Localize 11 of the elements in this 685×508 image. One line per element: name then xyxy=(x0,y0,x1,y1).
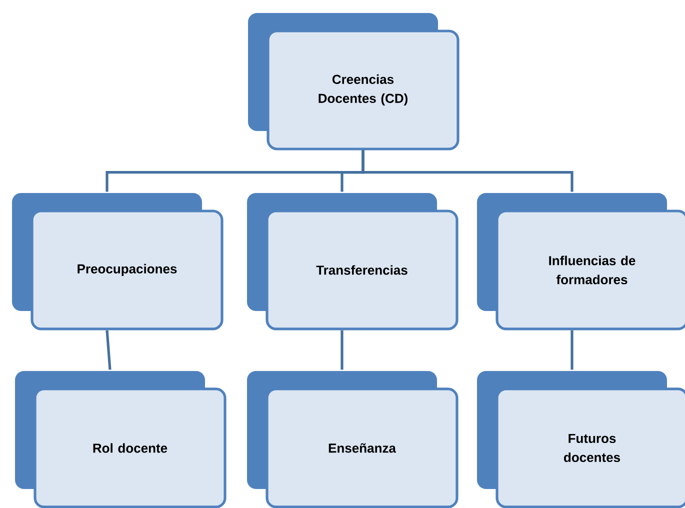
process-box: Transferencias xyxy=(247,193,458,330)
process-box: Creencias Docentes (CD) xyxy=(248,13,460,150)
connector-line xyxy=(106,330,112,370)
process-box: Preocupaciones xyxy=(12,193,224,330)
process-box: Influencias de formadores xyxy=(477,193,685,330)
process-box: Rol docente xyxy=(15,370,226,508)
process-box: Enseñanza xyxy=(247,370,458,508)
connector-line xyxy=(362,150,574,192)
connector-line xyxy=(340,330,344,370)
process-box: Futuros docentes xyxy=(477,370,685,508)
connector-line xyxy=(570,330,574,370)
